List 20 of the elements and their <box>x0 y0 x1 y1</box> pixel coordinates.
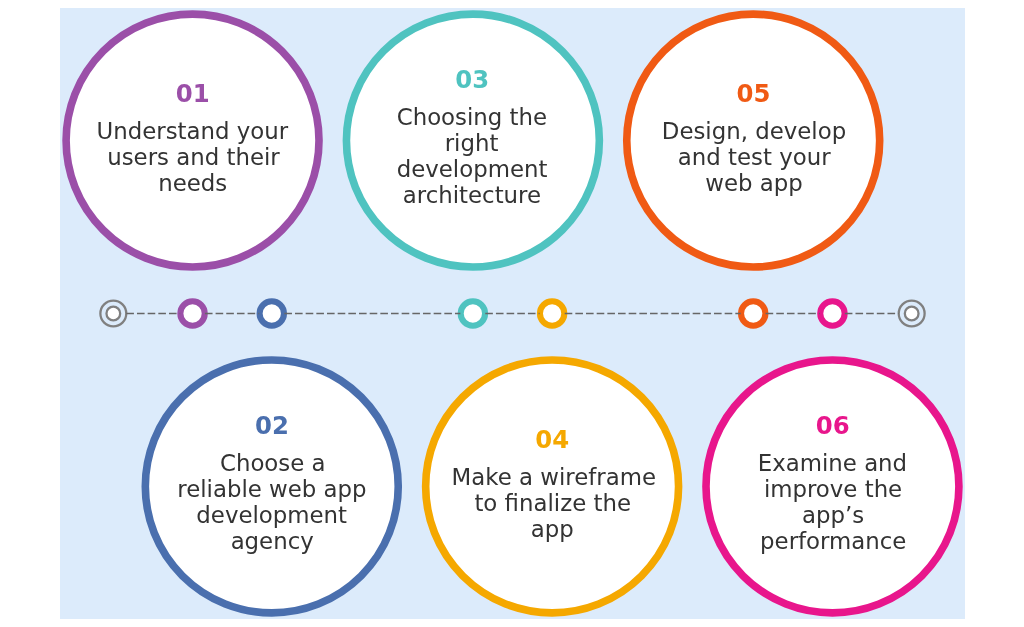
node-circle <box>256 298 287 329</box>
node-circle: 04 Make a wireframe to finalize the app <box>421 356 682 617</box>
connector <box>203 312 260 315</box>
connector <box>843 312 899 315</box>
node-circle: 02 Choose a reliable web app development agency <box>141 356 402 617</box>
node-circle: 06 Examine and improve the app’s performance <box>701 356 963 617</box>
connector <box>563 312 741 315</box>
node-circle: 05 Design, develop and test your web app <box>622 10 883 271</box>
node-circle <box>737 298 768 329</box>
node-circle: 01 Understand your users and their needs <box>61 10 323 271</box>
node-circle <box>536 298 567 329</box>
node-circle <box>176 298 208 329</box>
connector <box>764 312 821 315</box>
node-circle <box>98 299 127 328</box>
node-circle <box>816 298 848 329</box>
node-circle <box>457 298 488 329</box>
connector <box>283 312 461 315</box>
node-circle: 03 Choosing the right development architecture <box>342 10 603 271</box>
connector <box>484 312 540 315</box>
node-circle <box>897 299 926 328</box>
